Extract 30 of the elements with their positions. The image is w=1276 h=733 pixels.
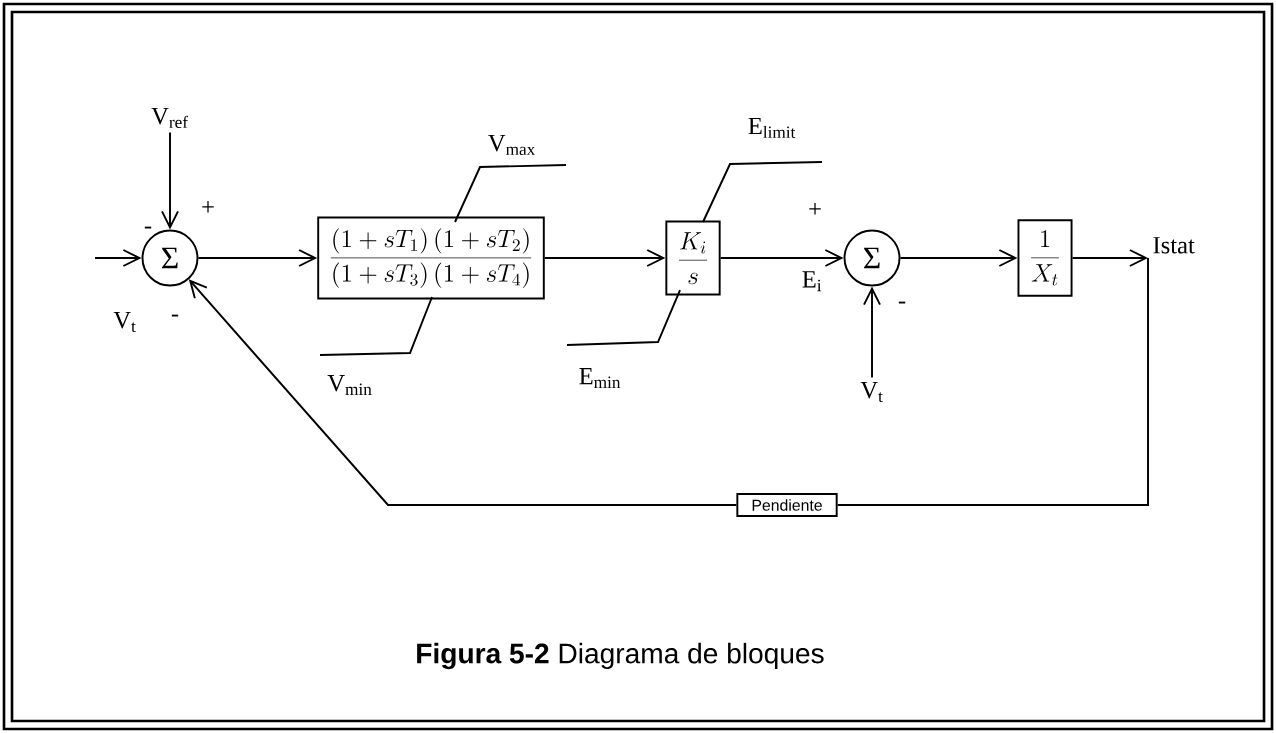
gain-box: Pendiente (736, 492, 838, 518)
signal-label: V$_{max}$ (488, 134, 536, 156)
signal-label: Istat (1153, 237, 1195, 254)
signal-label: V$_{min}$ (327, 375, 372, 395)
signal-label: E$_{min}$ (579, 368, 621, 388)
arrow (1071, 249, 1148, 267)
signal-label: - (144, 226, 152, 229)
summing-junction: Σ (141, 229, 199, 287)
signal-label: - (171, 314, 179, 317)
transfer-function-box: $\frac{(1+sT_1)\,(1+sT_2)}{(1+sT_3)\,(1+sT_4)}$ (317, 216, 545, 300)
transfer-function-box: $\frac{K_i}{s}$ (665, 220, 721, 296)
arrow (197, 249, 318, 267)
arrow (863, 286, 881, 379)
arrow (94, 249, 142, 267)
arrow (161, 131, 179, 230)
arrow (719, 249, 844, 267)
signal-label: + (809, 203, 821, 215)
signal-label: V$_{t}$ (860, 381, 883, 403)
signal-label: + (202, 201, 214, 213)
signal-label: E$_{limit}$ (748, 117, 796, 139)
transfer-function-box: $\frac{1}{X_t}$ (1017, 219, 1073, 297)
arrow (188, 279, 738, 506)
signal-label: V$_{ref}$ (151, 107, 188, 129)
summing-junction: Σ (843, 229, 901, 287)
edge-label: E$_{i}$ (800, 269, 825, 293)
signal-label: V$_{t}$ (113, 311, 136, 333)
arrow (543, 249, 666, 267)
arrow (899, 249, 1018, 267)
figure-caption: Figura 5-2 Diagrama de bloques (417, 642, 824, 670)
signal-label: - (898, 301, 906, 304)
